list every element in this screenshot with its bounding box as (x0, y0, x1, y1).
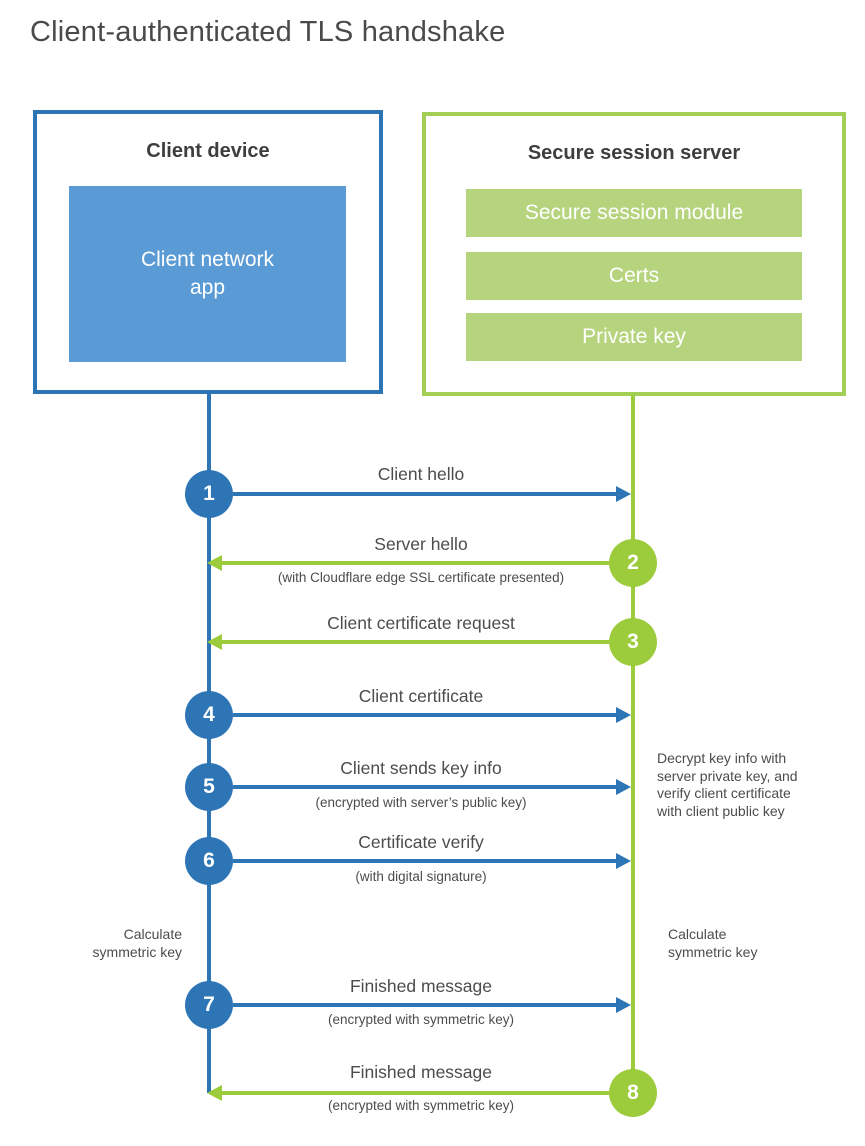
page-title: Client-authenticated TLS handshake (30, 16, 506, 48)
client-lifeline (207, 393, 211, 1093)
arrow-line-step-1 (233, 492, 616, 496)
arrowhead-right-icon (616, 853, 631, 869)
note-calculate-symmetric-key-client: Calculate symmetric key (92, 926, 182, 960)
step-label-4: Client certificate (358, 686, 484, 706)
step-sublabel-2: (with Cloudflare edge SSL certificate pr… (277, 570, 565, 585)
step-sublabel-5: (encrypted with server’s public key) (315, 795, 527, 810)
server-module-private-key: Private key (466, 313, 802, 361)
step-label-3: Client certificate request (327, 613, 515, 633)
step-circle-1: 1 (185, 470, 233, 518)
step-circle-5: 5 (185, 763, 233, 811)
step-circle-8: 8 (609, 1069, 657, 1117)
server-title: Secure session server (527, 142, 741, 164)
arrowhead-right-icon (616, 997, 631, 1013)
step-label-5: Client sends key info (340, 758, 502, 778)
arrow-line-step-8 (221, 1091, 609, 1095)
arrow-line-step-3 (221, 640, 609, 644)
step-sublabel-8: (encrypted with symmetric key) (327, 1098, 515, 1113)
step-label-7: Finished message (349, 976, 493, 996)
client-device-title: Client device (146, 140, 270, 162)
step-label-6: Certificate verify (358, 832, 484, 852)
arrowhead-right-icon (616, 707, 631, 723)
arrowhead-left-icon (207, 1085, 222, 1101)
arrow-line-step-2 (221, 561, 609, 565)
note-calculate-symmetric-key-server: Calculate symmetric key (668, 926, 758, 960)
step-label-1: Client hello (377, 464, 465, 484)
arrowhead-right-icon (616, 779, 631, 795)
arrow-line-step-4 (233, 713, 616, 717)
step-label-2: Server hello (374, 534, 468, 554)
server-module-secure-session: Secure session module (466, 189, 802, 237)
client-device-box: Client device Client network app (33, 110, 383, 394)
server-lifeline (631, 395, 635, 1095)
arrowhead-right-icon (616, 486, 631, 502)
client-network-app-box: Client network app (69, 186, 346, 362)
arrow-line-step-7 (233, 1003, 616, 1007)
step-circle-2: 2 (609, 539, 657, 587)
arrow-line-step-5 (233, 785, 616, 789)
note-decrypt-key-info: Decrypt key info with server private key… (657, 750, 798, 819)
step-circle-3: 3 (609, 618, 657, 666)
secure-session-server-box: Secure session server Secure session mod… (422, 112, 846, 396)
arrowhead-left-icon (207, 555, 222, 571)
step-sublabel-6: (with digital signature) (355, 869, 487, 884)
step-sublabel-7: (encrypted with symmetric key) (327, 1012, 515, 1027)
step-label-8: Finished message (349, 1062, 493, 1082)
step-circle-7: 7 (185, 981, 233, 1029)
step-circle-4: 4 (185, 691, 233, 739)
step-circle-6: 6 (185, 837, 233, 885)
arrowhead-left-icon (207, 634, 222, 650)
arrow-line-step-6 (233, 859, 616, 863)
server-module-certs: Certs (466, 252, 802, 300)
